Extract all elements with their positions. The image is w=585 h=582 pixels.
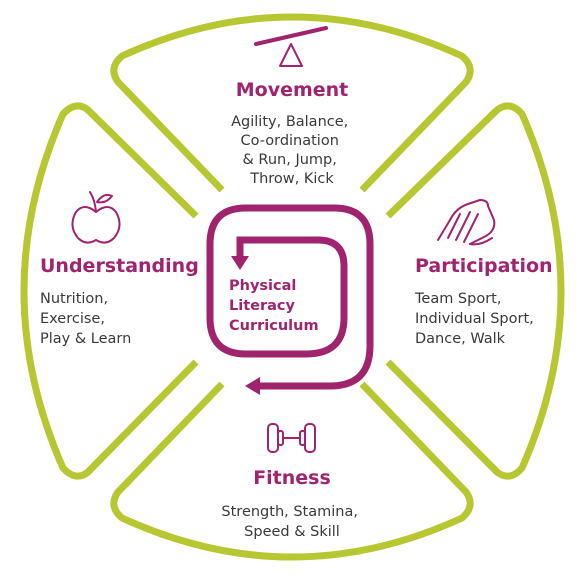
apple-icon: [71, 191, 121, 244]
description-line: Dance, Walk: [415, 331, 506, 347]
section-title: Fitness: [253, 467, 331, 489]
section-movement: Movement Agility, Balance, Co-ordination…: [231, 26, 353, 187]
clasped-hands-icon: [437, 199, 496, 246]
outer-arrow-head: [245, 377, 260, 395]
description-line: Throw, Kick: [249, 171, 334, 187]
center-line: Physical: [229, 278, 296, 294]
description-line: & Run, Jump,: [243, 152, 337, 168]
description-line: Play & Learn: [40, 331, 131, 347]
center-line: Literacy: [229, 298, 296, 314]
center-label: Physical Literacy Curriculum: [229, 278, 319, 334]
ring-segment-right: [385, 102, 565, 480]
section-description: Strength, Stamina, Speed & Skill: [221, 504, 362, 540]
description-line: Co-ordination: [240, 133, 338, 149]
section-description: Agility, Balance, Co-ordination & Run, J…: [231, 114, 353, 187]
ring-segment-top: [110, 13, 474, 193]
description-line: Individual Sport,: [415, 311, 534, 327]
section-title: Movement: [236, 79, 349, 101]
center-line: Curriculum: [229, 318, 319, 334]
outer-ring: [20, 13, 565, 561]
description-line: Exercise,: [40, 311, 105, 327]
outer-cycle-loop: [206, 204, 374, 390]
description-line: Speed & Skill: [244, 524, 340, 540]
section-fitness: Fitness Strength, Stamina, Speed & Skill: [221, 423, 362, 540]
description-line: Nutrition,: [40, 291, 108, 307]
center-cycle: Physical Literacy Curriculum: [206, 204, 374, 395]
section-description: Team Sport, Individual Sport, Dance, Wal…: [414, 291, 538, 347]
ring-segment-left: [20, 102, 199, 480]
ring-segment-bottom: [110, 381, 474, 561]
inner-arrow-head: [231, 256, 249, 270]
section-participation: Participation Team Sport, Individual Spo…: [414, 199, 553, 347]
description-line: Agility, Balance,: [231, 114, 348, 130]
section-title: Participation: [415, 255, 553, 277]
section-title: Understanding: [40, 255, 199, 277]
dumbbell-icon: [267, 423, 316, 453]
inner-cycle-loop: [236, 236, 348, 358]
description-line: Team Sport,: [414, 291, 501, 307]
section-understanding: Understanding Nutrition, Exercise, Play …: [40, 191, 199, 347]
section-description: Nutrition, Exercise, Play & Learn: [40, 291, 131, 347]
seesaw-icon: [254, 26, 328, 67]
description-line: Strength, Stamina,: [221, 504, 358, 520]
